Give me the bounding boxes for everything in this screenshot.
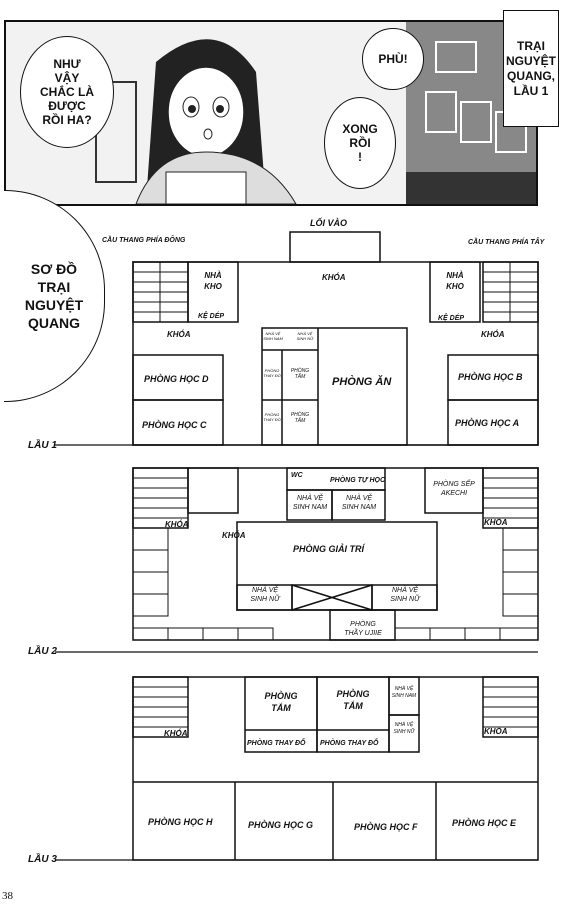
room-a-label: PHÒNG HỌC A [455,417,519,428]
recreation-label: PHÒNG GIẢI TRÍ [293,543,366,554]
speech-bubble-phu: PHÙ! [362,28,424,90]
speech-bubble-xong: XONG RỒI ! [324,97,396,189]
lock-label-f2-center: KHÓA [222,531,246,540]
room-e-label: PHÒNG HỌC E [452,817,517,828]
toilet-female-f3: NHÀ VỆ SINH NỮ [393,722,415,735]
bath-f3-a: PHÒNG TẮM [264,691,298,713]
toilet-male-f3: NHÀ VỆ SINH NAM [391,686,417,699]
room-h-label: PHÒNG HỌC H [148,816,213,827]
room-b-label: PHÒNG HỌC B [458,371,523,382]
floor-plan: LẦU 1 LỐI VÀO CẦU THANG PHÍA ĐÔNG CẦU TH… [28,217,546,865]
change-room-label-1: PHÒNG THAY ĐỔ [247,738,306,747]
lock-label-f3-right: KHÓA [484,727,508,736]
bath-f3-b: PHÒNG TẮM [336,689,370,711]
teacher-room-label: PHÒNG THẦY UJIIE [344,621,382,637]
location-caption: TRẠI NGUYỆT QUANG, LẦU 1 [503,10,559,127]
room-f-label: PHÒNG HỌC F [354,821,418,832]
toilet-female-f2-b: NHÀ VỆ SINH NỮ [390,587,420,603]
change-f1-b: PHÒNG THAY ĐỒ [263,412,281,422]
lock-label-f3-left: KHÓA [164,729,188,738]
floor1-label: LẦU 1 [28,438,57,451]
change-f1-a: PHÒNG THAY ĐỒ [263,368,281,378]
lock-label-f2-left: KHÓA [165,520,189,529]
study-room-label: PHÒNG TỰ HỌC [330,475,386,484]
manga-panel: NHƯ VẬY CHẮC LÀ ĐƯỢC RỒI HA? PHÙ! XONG R… [4,20,538,206]
lock-label-f2-right: KHÓA [484,518,508,527]
shoe-rack-left-label: KỆ DÉP [198,311,224,320]
wc-label: WC [291,472,304,479]
shoe-rack-right-label: KỆ DÉP [438,313,464,322]
bath-f1-b: PHÒNG TẮM [290,412,310,424]
room-d-label: PHÒNG HỌC D [144,373,209,384]
room-g-label: PHÒNG HỌC G [248,819,313,830]
storage-left-label-html: NHÀ KHO [204,271,222,291]
room-c-label: PHÒNG HỌC C [142,419,207,430]
change-room-label-2: PHÒNG THAY ĐỔ [320,738,379,747]
toilet-male-f1: NHÀ VỆ SINH NAM [263,331,283,341]
page-number: 38 [2,890,13,902]
storage-right-label-html: NHÀ KHO [446,271,464,291]
stairs-west-label: CẦU THANG PHÍA TÂY [468,236,546,246]
floor2-label: LẦU 2 [28,644,57,657]
toilet-female-f2-a: NHÀ VỆ SINH NỮ [250,587,280,603]
toilet-male-f2-b: NHÀ VỆ SINH NAM [341,495,377,511]
boss-room-label: PHÒNG SẾP AKECHI [433,481,475,497]
floor3-label: LẦU 3 [28,852,57,865]
toilet-male-f2-a: NHÀ VỆ SINH NAM [292,495,328,511]
lock-label-top: KHÓA [322,273,346,282]
dining-label: PHÒNG ĂN [332,375,392,388]
entrance-box [289,231,381,263]
stairs-east-label: CẦU THANG PHÍA ĐÔNG [102,234,186,244]
speech-bubble-left: NHƯ VẬY CHẮC LÀ ĐƯỢC RỒI HA? [20,36,114,148]
toilet-female-f1: NHÀ VỆ SINH NỮ [296,331,314,341]
entrance-label: LỐI VÀO [310,217,347,228]
lock-label-left: KHÓA [167,330,191,339]
bath-f1-a: PHÒNG TẮM [290,368,310,380]
lock-label-right: KHÓA [481,330,505,339]
